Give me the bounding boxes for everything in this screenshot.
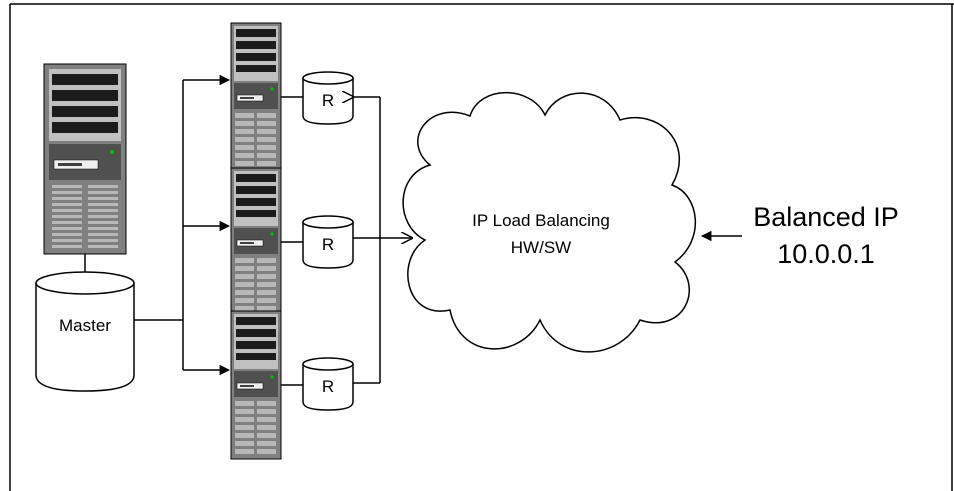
replica-database-3: R xyxy=(302,357,354,411)
replica-label-1: R xyxy=(322,91,334,110)
master-server-icon xyxy=(43,63,127,255)
replication-lines xyxy=(134,74,231,376)
replica-server-1-icon xyxy=(230,22,282,172)
balanced-ip-address: 10.0.0.1 xyxy=(777,239,875,269)
replica-server-2-icon xyxy=(230,167,282,317)
replica-label-2: R xyxy=(322,235,334,254)
replica-label-3: R xyxy=(322,377,334,396)
replica-database-1: R xyxy=(302,71,354,125)
balancer-links xyxy=(353,97,412,384)
master-label: Master xyxy=(59,316,111,335)
replica-server-3-icon xyxy=(230,310,282,460)
load-balancer-title: IP Load Balancing xyxy=(472,211,610,230)
load-balancer-cloud: IP Load Balancing HW/SW xyxy=(402,92,697,353)
load-balancer-subtitle: HW/SW xyxy=(511,238,571,257)
balanced-ip-title: Balanced IP xyxy=(753,202,899,232)
master-database: Master xyxy=(35,271,135,392)
replica-database-2: R xyxy=(302,215,354,269)
diagram-frame xyxy=(9,3,954,491)
server-db-links xyxy=(281,96,303,386)
